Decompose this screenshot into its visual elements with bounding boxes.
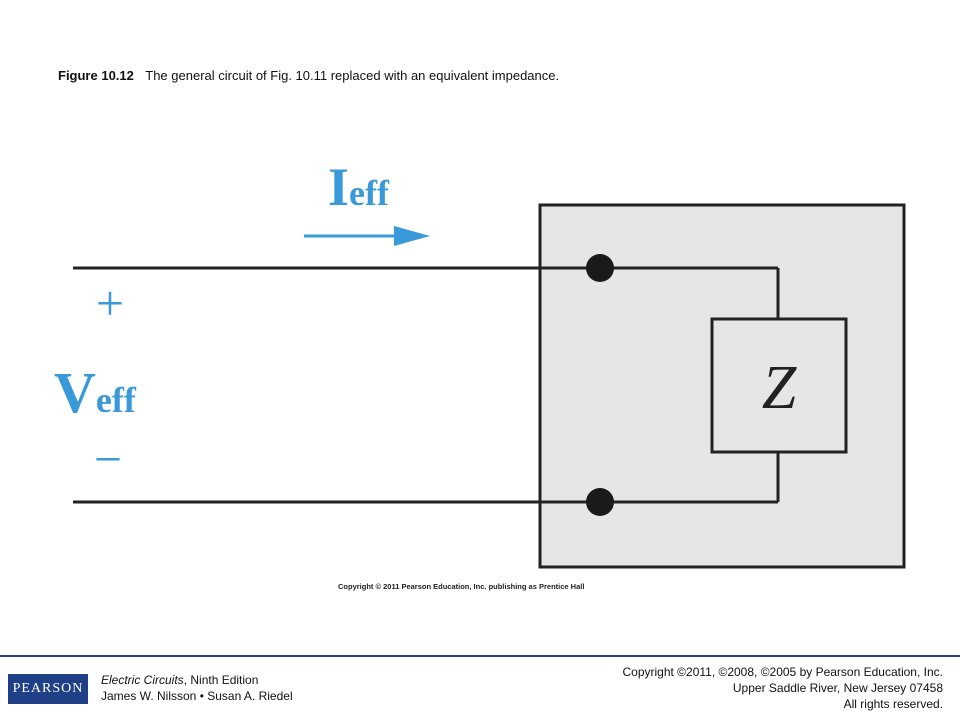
- book-title-line: Electric Circuits, Ninth Edition: [101, 672, 293, 688]
- copyright-line-2: Upper Saddle River, New Jersey 07458: [732, 681, 943, 695]
- book-info: Electric Circuits, Ninth Edition James W…: [101, 672, 293, 704]
- footer-divider: [0, 655, 960, 657]
- circuit-diagram: Z Ieff + Veff −: [54, 157, 906, 569]
- voltage-subscript: eff: [96, 380, 137, 420]
- bottom-terminal-node: [586, 488, 614, 516]
- top-terminal-node: [586, 254, 614, 282]
- book-title: Electric Circuits: [101, 673, 184, 687]
- voltage-symbol: V: [54, 360, 96, 425]
- current-subscript: eff: [349, 173, 390, 213]
- copyright-line-3: All rights reserved.: [843, 697, 943, 711]
- plus-sign: +: [96, 275, 124, 331]
- pearson-logo: PEARSON: [8, 674, 88, 704]
- book-authors: James W. Nilsson • Susan A. Riedel: [101, 689, 293, 703]
- publisher-copyright: Copyright ©2011, ©2008, ©2005 by Pearson…: [622, 664, 943, 712]
- voltage-label: Veff: [54, 360, 137, 425]
- figure-number: Figure 10.12: [58, 68, 134, 83]
- current-arrow-icon: [394, 226, 430, 246]
- copyright-line-1: Copyright ©2011, ©2008, ©2005 by Pearson…: [622, 665, 943, 679]
- svg-text:Ieff: Ieff: [328, 157, 390, 217]
- impedance-label: Z: [762, 354, 797, 422]
- minus-sign: −: [94, 431, 122, 487]
- figure-caption: Figure 10.12 The general circuit of Fig.…: [58, 68, 559, 83]
- current-label: Ieff: [328, 157, 390, 217]
- svg-text:Veff: Veff: [54, 360, 137, 425]
- figure-caption-text: The general circuit of Fig. 10.11 replac…: [145, 68, 560, 83]
- diagram-copyright: Copyright © 2011 Pearson Education, Inc.…: [338, 582, 585, 591]
- current-symbol: I: [328, 157, 349, 217]
- impedance-element: [710, 317, 848, 454]
- book-edition: , Ninth Edition: [183, 673, 259, 687]
